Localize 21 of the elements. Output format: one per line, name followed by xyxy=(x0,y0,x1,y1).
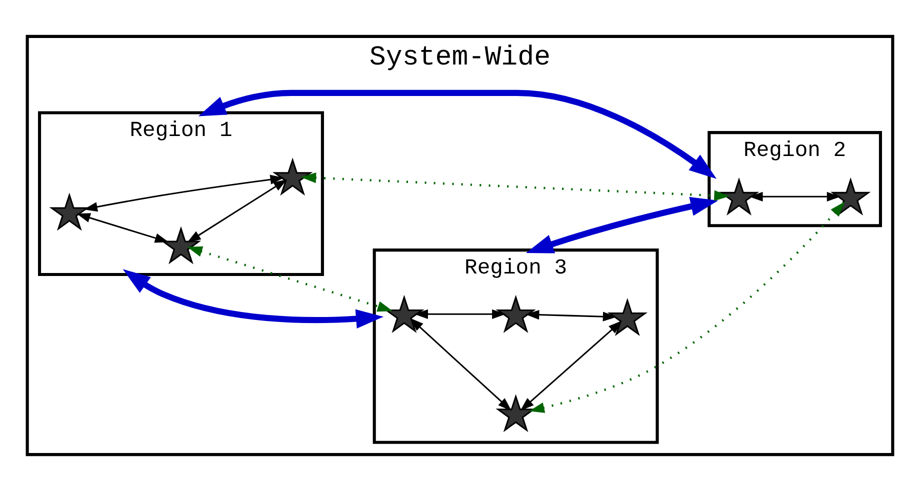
arrow xyxy=(525,196,718,254)
node-star xyxy=(48,192,89,231)
cluster: Region 1 xyxy=(38,111,324,276)
arrow xyxy=(198,90,716,179)
arrow xyxy=(83,174,284,212)
arrow xyxy=(524,310,616,322)
arrow xyxy=(76,213,168,243)
arrow xyxy=(528,202,844,413)
arrow xyxy=(748,192,840,202)
node-star xyxy=(718,177,759,216)
arrow xyxy=(122,269,384,328)
node-star xyxy=(830,177,870,216)
cluster: Region 3 xyxy=(372,248,658,444)
arrow xyxy=(409,318,512,411)
node-star xyxy=(495,294,536,333)
cluster: Region 2 xyxy=(707,131,882,228)
arrow xyxy=(186,179,287,243)
arrow xyxy=(414,309,506,319)
arrow xyxy=(300,172,729,201)
arrow xyxy=(520,320,622,411)
arrow xyxy=(186,246,392,312)
